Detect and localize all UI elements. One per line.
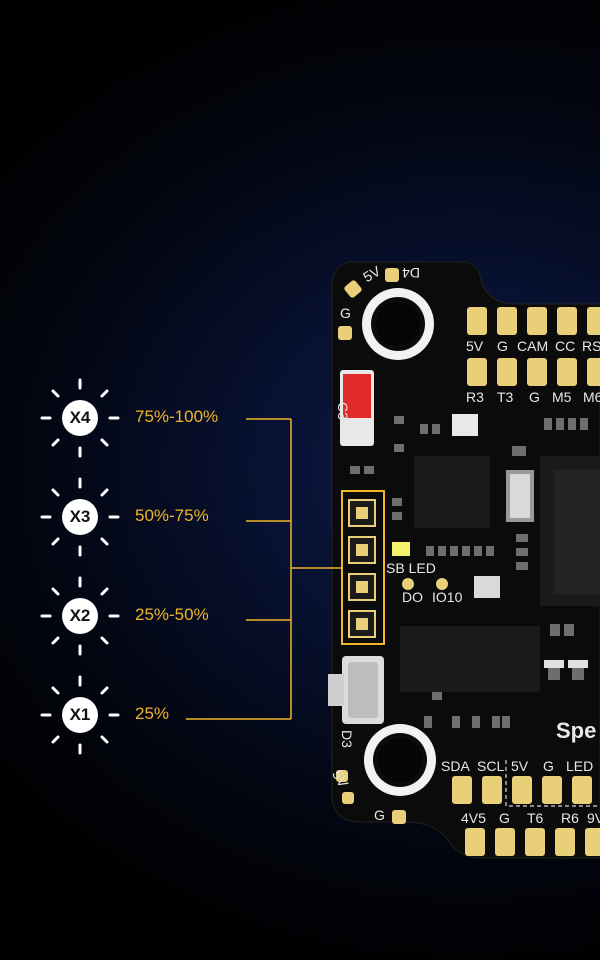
led-chips	[348, 499, 376, 638]
corner-label: 5V	[329, 767, 352, 790]
sun-icon	[40, 576, 120, 656]
level-badge: X3	[62, 499, 98, 535]
pad-label: G	[497, 338, 508, 354]
level-range: 50%-75%	[135, 506, 209, 525]
connector-lines	[186, 418, 342, 720]
brand-text: Spe	[556, 718, 597, 743]
sun-icon	[40, 675, 120, 755]
pad-label: SDA	[441, 758, 470, 774]
level-badge: X2	[62, 598, 98, 634]
status-led	[392, 542, 410, 556]
brightness-levels: X4 75%-100% X3 50%-75% X2 25%-50%	[40, 378, 300, 755]
pad-label: G	[543, 758, 554, 774]
level-badge: X4	[62, 400, 98, 436]
corner-label: G	[340, 305, 351, 321]
corner-label: G	[374, 807, 385, 823]
io10-label: IO10	[432, 589, 463, 605]
top-pad-row	[467, 307, 600, 386]
led-label: SB LED	[386, 560, 436, 576]
pad-label: R3	[466, 389, 484, 405]
level-x3: X3 50%-75%	[40, 477, 300, 557]
chip-square	[414, 456, 490, 528]
corner-label: D4	[402, 265, 420, 281]
pad-label: CC	[555, 338, 575, 354]
pad-label: M5	[552, 389, 572, 405]
pad-label: R6	[561, 810, 579, 826]
pad-label: CAM	[517, 338, 548, 354]
level-range: 25%	[135, 704, 170, 723]
pad-label: RS	[582, 338, 600, 354]
pad-label: 4V5	[461, 810, 486, 826]
pad-label: G	[529, 389, 540, 405]
pad-label: G	[499, 810, 510, 826]
sun-icon	[40, 477, 120, 557]
sun-icon	[40, 378, 120, 458]
c3-capacitor	[343, 374, 371, 418]
corner-label: 5V	[360, 262, 383, 285]
pad-label: M6	[583, 389, 600, 405]
pad-label: T6	[527, 810, 544, 826]
pad-label: 5V	[511, 758, 529, 774]
pad-label: 9V	[587, 810, 600, 826]
level-x1: X1 25%	[40, 675, 300, 755]
level-range: 25%-50%	[135, 605, 209, 624]
bottom-pad-row	[452, 776, 600, 856]
level-x4: X4 75%-100%	[40, 378, 300, 458]
level-range: 75%-100%	[135, 407, 219, 426]
do-label: DO	[402, 589, 423, 605]
level-x2: X2 25%-50%	[40, 576, 300, 656]
pad-label: LED	[566, 758, 593, 774]
pad-label: T3	[497, 389, 514, 405]
pad-label: 5V	[466, 338, 484, 354]
pad-label: SCL	[477, 758, 504, 774]
chip-wide	[400, 626, 540, 692]
c3-label: C3	[335, 402, 351, 420]
corner-label: D3	[339, 730, 355, 748]
level-badge: X1	[62, 697, 98, 733]
